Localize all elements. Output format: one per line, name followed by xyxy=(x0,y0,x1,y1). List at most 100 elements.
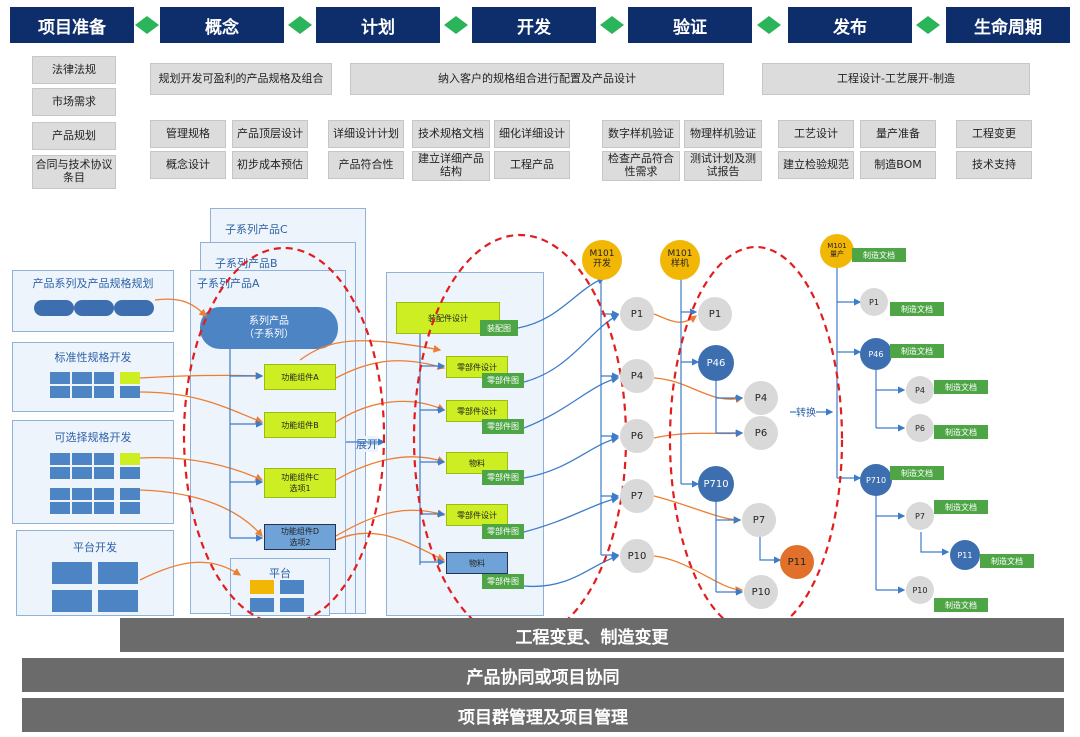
bar-collaboration: 产品协同或项目协同 xyxy=(22,658,1064,692)
phase-concept: 概念 xyxy=(160,7,284,43)
sub-series-c-title: 子系列产品C xyxy=(225,223,288,236)
material-box-2: 物料 xyxy=(446,552,508,574)
mfg-doc-tag-p1: 制造文档 xyxy=(890,302,944,316)
task-check-conformity: 检查产品符合性需求 xyxy=(602,151,680,181)
sub-series-a-title: 子系列产品A xyxy=(197,277,260,290)
mfg-node-p10: P10 xyxy=(906,576,934,604)
proto-node-p11: P11 xyxy=(780,545,814,579)
part-drawing-tag-3: 零部件图 xyxy=(482,470,524,485)
optional-grid-blocks xyxy=(50,453,140,514)
family-pills xyxy=(34,300,154,316)
part-drawing-tag-5: 零部件图 xyxy=(482,574,524,589)
band-concept: 规划开发可盈利的产品规格及组合 xyxy=(150,63,332,95)
task-tech-spec-doc: 技术规格文档 xyxy=(412,120,490,148)
task-product-structure: 建立详细产品结构 xyxy=(412,151,490,181)
func-group-c: 功能组件C 选项1 xyxy=(264,468,336,498)
dev-node-p4: P4 xyxy=(620,359,654,393)
phase-plan: 计划 xyxy=(316,7,440,43)
band-release: 工程设计-工艺展开-制造 xyxy=(762,63,1030,95)
mfg-doc-tag-p11: 制造文档 xyxy=(980,554,1034,568)
standard-grid-blocks xyxy=(50,372,140,398)
mfg-doc-tag-p4: 制造文档 xyxy=(934,380,988,394)
mfg-node-p46: P46 xyxy=(860,338,892,370)
task-inspection-spec: 建立检验规范 xyxy=(778,151,854,179)
task-detail-plan: 详细设计计划 xyxy=(328,120,404,148)
prep-item-market: 市场需求 xyxy=(32,88,116,116)
band-plan-dev-verify: 纳入客户的规格组合进行配置及产品设计 xyxy=(350,63,724,95)
panel-optional-spec: 可选择规格开发 xyxy=(12,420,174,524)
series-product-pill: 系列产品 （子系列） xyxy=(200,307,338,349)
dev-node-p10: P10 xyxy=(620,539,654,573)
panel-platform-title: 平台开发 xyxy=(73,541,117,554)
material-box-1: 物料 xyxy=(446,452,508,474)
phase-lifecycle: 生命周期 xyxy=(946,7,1070,43)
prep-item-planning: 产品规划 xyxy=(32,122,116,150)
task-tech-support: 技术支持 xyxy=(956,151,1032,179)
proto-node-p710: P710 xyxy=(698,466,734,502)
prep-item-law: 法律法规 xyxy=(32,56,116,84)
bar-eng-change: 工程变更、制造变更 xyxy=(120,618,1064,652)
mfg-node-p7: P7 xyxy=(906,502,934,530)
part-drawing-tag-1: 零部件图 xyxy=(482,373,524,388)
expand-label: 展开 xyxy=(356,436,378,452)
task-test-plan: 测试计划及测试报告 xyxy=(684,151,762,181)
task-eng-change: 工程变更 xyxy=(956,120,1032,148)
panel-optional-title: 可选择规格开发 xyxy=(54,431,132,444)
proto-node-p4: P4 xyxy=(744,381,778,415)
panel-family-title: 产品系列及产品规格规划 xyxy=(32,277,154,290)
phase-prep: 项目准备 xyxy=(10,7,134,43)
task-physical-proto: 物理样机验证 xyxy=(684,120,762,148)
milestone-dev-node: M101 开发 xyxy=(582,240,622,280)
part-design-box-3: 零部件设计 xyxy=(446,504,508,526)
proto-node-p10: P10 xyxy=(744,575,778,609)
dev-node-p1: P1 xyxy=(620,297,654,331)
task-process-design: 工艺设计 xyxy=(778,120,854,148)
sub-series-b-title: 子系列产品B xyxy=(215,257,278,270)
phase-verify: 验证 xyxy=(628,7,752,43)
part-design-box-1: 零部件设计 xyxy=(446,356,508,378)
task-cost-estimate: 初步成本预估 xyxy=(232,151,308,179)
proto-node-p6: P6 xyxy=(744,416,778,450)
mfg-node-p710: P710 xyxy=(860,464,892,496)
task-refine-design: 细化详细设计 xyxy=(494,120,570,148)
milestone-mass-node: M101 量产 xyxy=(820,234,854,268)
task-top-design: 产品顶层设计 xyxy=(232,120,308,148)
mfg-doc-tag-p46: 制造文档 xyxy=(890,344,944,358)
part-design-box-2: 零部件设计 xyxy=(446,400,508,422)
prep-item-contract: 合同与技术协议条目 xyxy=(32,155,116,189)
mfg-node-p1: P1 xyxy=(860,288,888,316)
mfg-doc-tag-p10: 制造文档 xyxy=(934,598,988,612)
proto-node-p1: P1 xyxy=(698,297,732,331)
mass-doc-tag: 制造文档 xyxy=(852,248,906,262)
part-drawing-tag-4: 零部件图 xyxy=(482,524,524,539)
phase-release: 发布 xyxy=(788,7,912,43)
bar-program-mgmt: 项目群管理及项目管理 xyxy=(22,698,1064,732)
func-group-d: 功能组件D 选项2 xyxy=(264,524,336,550)
task-eng-product: 工程产品 xyxy=(494,151,570,179)
mfg-doc-tag-p7: 制造文档 xyxy=(934,500,988,514)
proto-node-p7: P7 xyxy=(742,503,776,537)
platform-box-label: 平台 xyxy=(269,567,291,580)
phase-connector-diamonds xyxy=(135,16,940,34)
task-mfg-bom: 制造BOM xyxy=(860,151,936,179)
milestone-proto-node: M101 样机 xyxy=(660,240,700,280)
task-digital-proto: 数字样机验证 xyxy=(602,120,680,148)
phase-dev: 开发 xyxy=(472,7,596,43)
task-concept-design: 概念设计 xyxy=(150,151,226,179)
func-group-b: 功能组件B xyxy=(264,412,336,438)
mfg-doc-tag-p6: 制造文档 xyxy=(934,425,988,439)
mfg-node-p11: P11 xyxy=(950,540,980,570)
task-mgmt-spec: 管理规格 xyxy=(150,120,226,148)
proto-node-p46: P46 xyxy=(698,345,734,381)
mfg-node-p6: P6 xyxy=(906,414,934,442)
part-drawing-tag-2: 零部件图 xyxy=(482,419,524,434)
convert-label: 转换 xyxy=(796,404,816,419)
assembly-drawing-tag: 装配图 xyxy=(480,320,518,336)
task-mass-prep: 量产准备 xyxy=(860,120,936,148)
dev-node-p7: P7 xyxy=(620,479,654,513)
mfg-node-p4: P4 xyxy=(906,376,934,404)
panel-standard-title: 标准性规格开发 xyxy=(54,351,132,364)
func-group-a: 功能组件A xyxy=(264,364,336,390)
mfg-doc-tag-p710: 制造文档 xyxy=(890,466,944,480)
